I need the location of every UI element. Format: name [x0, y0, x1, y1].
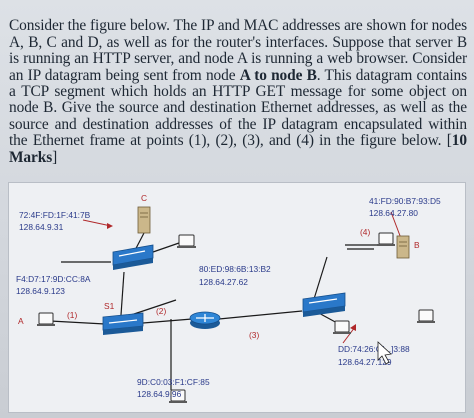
switch-s1-label: S1 [104, 301, 115, 311]
node-c-mac: 72:4F:FD:1F:41:7B [19, 210, 91, 220]
point-1-label: (1) [67, 310, 77, 320]
node-b-ip: 128.64.27.80 [369, 208, 418, 218]
question-text: Consider the figure below. The IP and MA… [9, 17, 467, 166]
server-b-icon [396, 235, 410, 259]
switch-s1 [102, 312, 144, 335]
node-a-mac: F4:D7:17:9D:CC:8A [16, 274, 91, 284]
node-d-ip: 128.64.27.129 [338, 357, 392, 367]
arrowheads [107, 223, 405, 331]
node-a-ip: 128.64.9.123 [16, 286, 65, 296]
node-b-mac: 41:FD:90:B7:93:D5 [369, 196, 441, 206]
point-2-label: (2) [156, 306, 166, 316]
router-icon [189, 311, 221, 329]
point-4-label: (4) [360, 227, 370, 237]
network-figure: C 72:4F:FD:1F:41:7B 128.64.9.31 F4:D7:17… [8, 182, 466, 413]
router-left-mac: 9D:C0:03:F1:CF:85 [137, 377, 210, 387]
computer-bases [37, 244, 435, 403]
node-c-label: C [141, 193, 147, 203]
emphasis-a-to-b: A to node B [239, 66, 317, 84]
node-b-label: B [414, 240, 420, 250]
marks-label: 10 Marks [9, 132, 467, 166]
switch-right [302, 292, 346, 317]
point-3-label: (3) [249, 330, 259, 340]
network-diagram: C 72:4F:FD:1F:41:7B 128.64.9.31 F4:D7:17… [16, 193, 441, 403]
server-c-icon [137, 206, 151, 234]
node-c-ip: 128.64.9.31 [19, 222, 64, 232]
router-right-mac: 80:ED:98:6B:13:B2 [199, 264, 271, 274]
node-d-mac: DD:74:26:C[...]3:88 [338, 344, 410, 354]
mouse-cursor-icon [377, 341, 392, 365]
computers [38, 232, 434, 402]
router-right-ip: 128.64.27.62 [199, 277, 248, 287]
router-left-ip: 128.64.9.96 [137, 389, 182, 399]
switch-top [112, 244, 154, 270]
node-a-label: A [18, 316, 24, 326]
